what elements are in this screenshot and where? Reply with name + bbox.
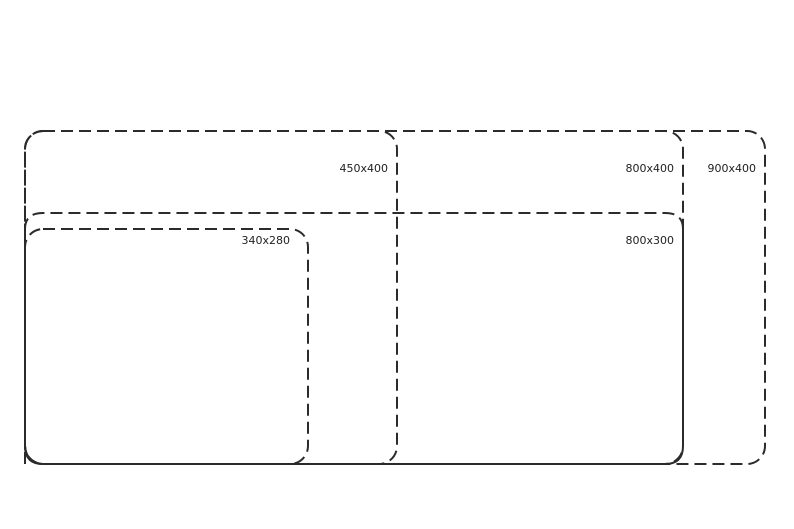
rect-450x400	[24, 130, 398, 465]
rect-900x400	[24, 130, 766, 465]
label-340x280: 340x280	[241, 234, 290, 247]
rect-800x400	[24, 130, 684, 465]
label-450x400: 450x400	[339, 162, 388, 175]
label-800x400: 800x400	[625, 162, 674, 175]
rect-800x300-dashed-edge	[24, 212, 684, 464]
rect-800x300-solid-edge	[24, 229, 684, 465]
label-900x400: 900x400	[707, 162, 756, 175]
rect-340x280	[24, 228, 309, 465]
label-800x300: 800x300	[625, 234, 674, 247]
